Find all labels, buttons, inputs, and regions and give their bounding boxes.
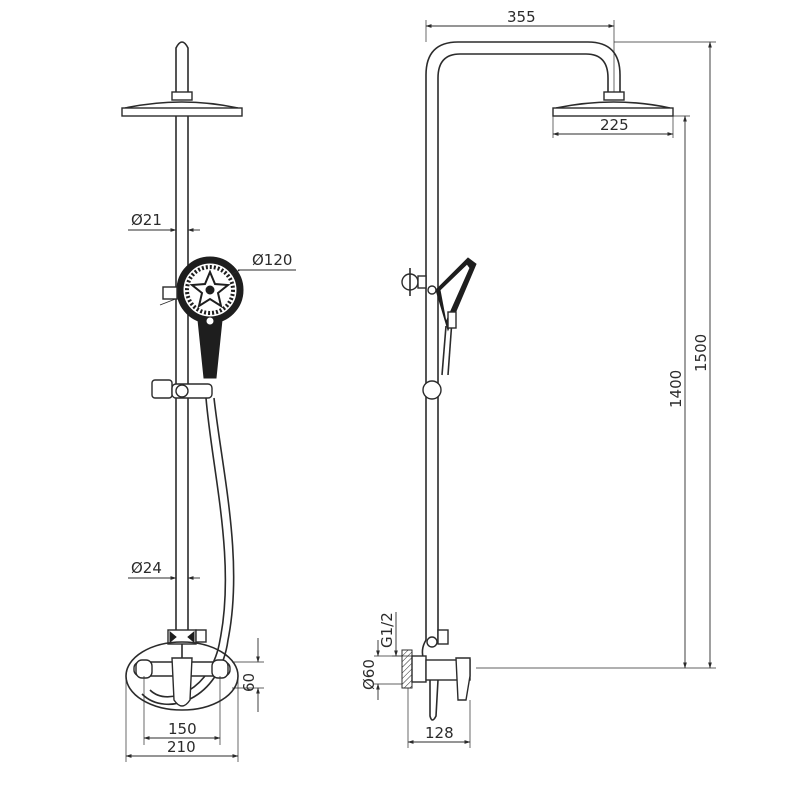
hand-shower [159,256,244,379]
upper-pipe-diameter-label: Ø21 [131,211,162,229]
flange-diameter-label: Ø60 [360,659,378,690]
overhead-inlet-tube [175,41,189,92]
lower-pipe-diameter-label: Ø24 [131,559,162,577]
riser-arm-outer [425,41,621,640]
side-overhead-nut [603,91,625,101]
slider-holder [151,379,213,399]
side-view: 355 225 1500 1400 G1/2 Ø60 128 [360,8,716,748]
overhead-disc [121,107,243,117]
upper-clamp [162,286,178,300]
arm-reach-label: 355 [507,8,536,26]
side-slider [422,380,442,400]
overhead-width-label: 225 [600,116,629,134]
side-overhead-disc [552,107,674,117]
overall-width-label: 210 [167,738,196,756]
thread-size-label: G1/2 [378,612,396,648]
overhead-nut [171,91,193,101]
total-height-label: 1500 [692,334,710,372]
overhead-disc-top [124,101,239,109]
hose-inner [141,397,235,706]
front-view: Ø21 Ø24 Ø120 60 150 210 [121,41,296,762]
shower-height-label: 1400 [667,370,685,408]
hand-shower-diameter-label: Ø120 [252,251,292,269]
mount-spacing-label: 150 [168,720,197,738]
side-hand-shower [401,257,477,376]
riser-arm-inner [437,53,609,640]
wall-plate-height-label: 60 [240,673,258,692]
mixer-depth-label: 128 [425,724,454,742]
mixer-lever [171,657,193,707]
hand-shower-handle [197,319,223,379]
side-mixer [401,649,471,721]
